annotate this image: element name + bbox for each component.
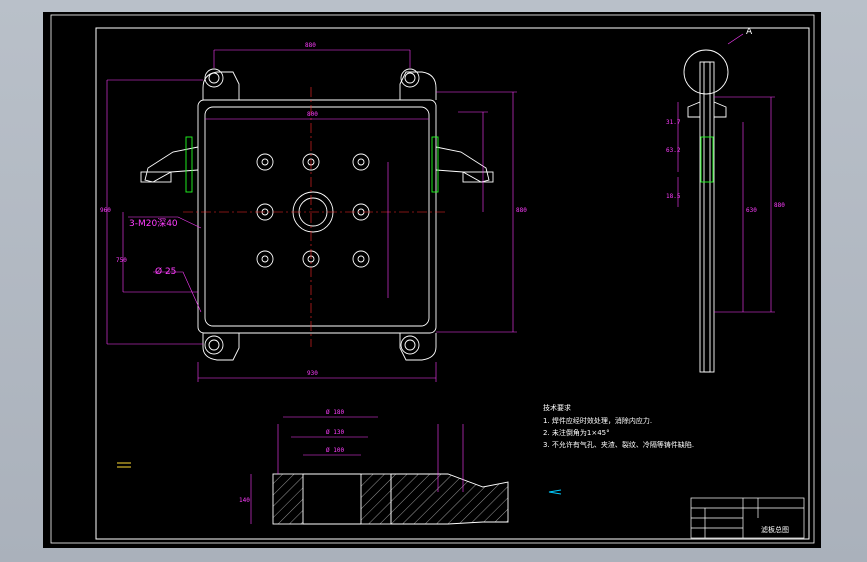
outer-frame (50, 14, 815, 544)
part-name: 滤板总图 (761, 525, 789, 534)
dim-side-inner: 630 (746, 207, 757, 214)
section-dimensions (250, 416, 464, 524)
side-view (683, 49, 729, 373)
dim-height-left: 960 (100, 207, 111, 214)
view-arrow (548, 489, 562, 495)
dim-side-a: 31.7 (666, 119, 681, 126)
dim-side-total: 880 (774, 202, 785, 209)
front-centerlines (183, 87, 448, 347)
title-block (690, 497, 805, 539)
dim-side-c: 18.5 (666, 193, 681, 200)
section-view (272, 473, 509, 525)
dim-inner-width: 800 (307, 111, 318, 118)
dim-top-width: 880 (305, 42, 316, 49)
dim-side-b: 63.2 (666, 147, 681, 154)
front-highlights (185, 136, 439, 193)
side-highlights (700, 136, 714, 183)
side-dimensions (677, 33, 775, 313)
drawing-viewport[interactable]: 880 800 930 880 960 750 3-M20深40 Ø 25 31… (43, 12, 821, 548)
inner-frame (95, 27, 810, 540)
dim-section-h: 140 (239, 497, 250, 504)
dim-right-height: 880 (516, 207, 527, 214)
thread-callout: 3-M20深40 (129, 218, 178, 229)
note-2: 2. 未注倒角为1×45° (543, 428, 610, 437)
dim-section-d3: Ø 100 (326, 447, 344, 454)
front-dimensions (106, 49, 517, 382)
detail-mark-a: A (746, 27, 753, 37)
front-dim-text: 880 800 930 880 960 750 (100, 42, 527, 377)
side-dim-text: 31.7 63.2 18.5 880 630 (666, 119, 785, 214)
note-1: 1. 焊件应经时效处理，消除内应力. (543, 416, 652, 425)
section-dim-text: Ø 180 Ø 130 Ø 100 140 (239, 409, 344, 504)
tech-notes: 技术要求 1. 焊件应经时效处理，消除内应力. 2. 未注倒角为1×45° 3.… (543, 403, 694, 449)
dim-section-d2: Ø 130 (326, 429, 344, 436)
dim-section-d1: Ø 180 (326, 409, 344, 416)
dim-bottom-width: 930 (307, 370, 318, 377)
hole-dia-callout: Ø 25 (155, 266, 176, 277)
note-3: 3. 不允许有气孔、夹渣、裂纹、冷隔等铸件缺陷. (543, 440, 694, 449)
cad-drawing: 880 800 930 880 960 750 3-M20深40 Ø 25 31… (50, 14, 815, 544)
dim-height-inner: 750 (116, 257, 127, 264)
notes-title: 技术要求 (543, 403, 571, 412)
sym-mark (117, 462, 131, 468)
